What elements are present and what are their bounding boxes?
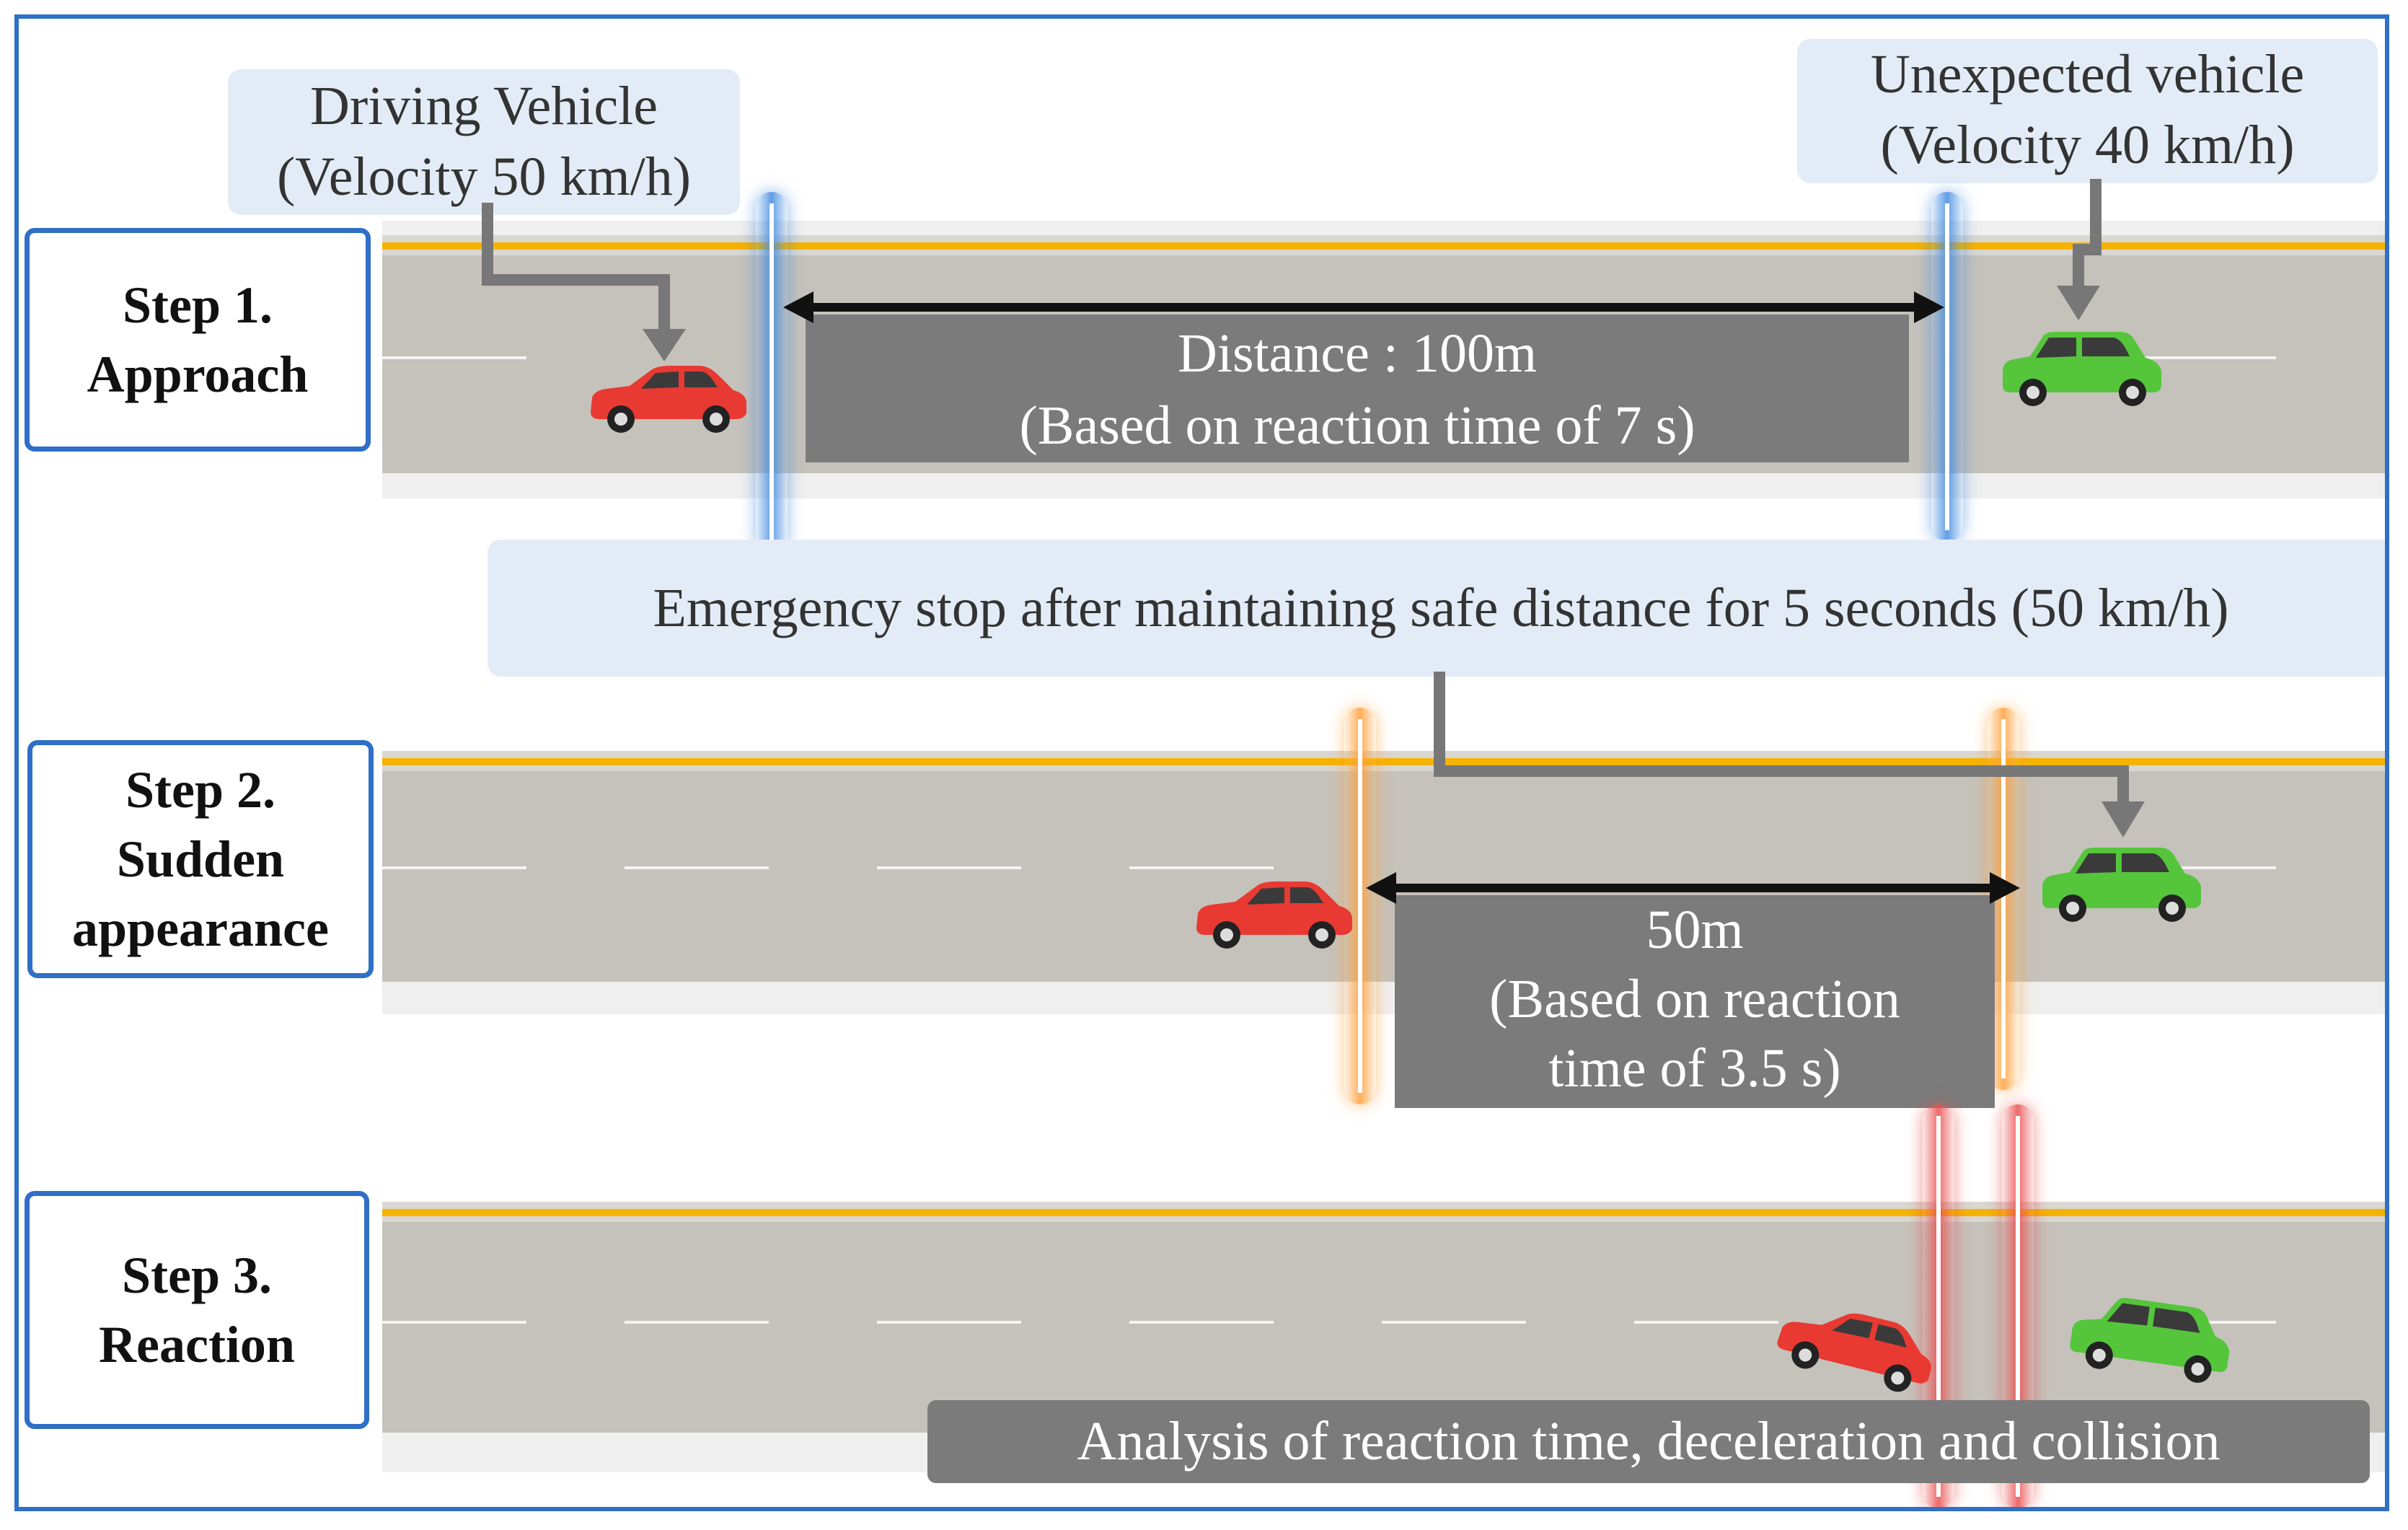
- step-2-title-line3: appearance: [72, 900, 329, 957]
- road-3-center-line: [382, 1209, 2385, 1216]
- road-2-center-line: [382, 758, 2385, 765]
- unexpected-vehicle-label-line2: (Velocity 40 km/h): [1880, 115, 2295, 175]
- green-suv-icon: [2042, 848, 2201, 922]
- step-1-box: Step 1. Approach: [25, 228, 371, 452]
- step-1-distance-box: Distance : 100m (Based on reaction time …: [806, 315, 1909, 462]
- driving-vehicle-label: Driving Vehicle (Velocity 50 km/h): [228, 69, 740, 215]
- road-2-lane-dash: [2132, 866, 2276, 869]
- road-3-lane-dash: [877, 1321, 1021, 1324]
- unexpected-vehicle-arrow-head: [2057, 286, 2100, 320]
- emergency-arrow: [1434, 672, 2129, 805]
- step-1-title-line1: Step 1.: [122, 276, 273, 334]
- step-2-distance-line2: (Based on reaction: [1489, 969, 1900, 1029]
- step-1-title-line2: Approach: [87, 346, 309, 403]
- unexpected-vehicle-label: Unexpected vehicle (Velocity 40 km/h): [1797, 39, 2378, 183]
- driving-vehicle-label-line2: (Velocity 50 km/h): [276, 146, 692, 207]
- red-car-icon: [1196, 881, 1352, 949]
- road-3-lane-dash: [1634, 1321, 1778, 1324]
- analysis-note-box: Analysis of reaction time, deceleration …: [927, 1400, 2370, 1483]
- green-suv-icon: [2070, 1298, 2230, 1383]
- red-car-icon: [591, 366, 746, 433]
- emergency-arrow-head: [2102, 801, 2145, 837]
- step-2-distance-arrow-right: [1990, 872, 2020, 904]
- step-1-distance-arrow-right: [1914, 291, 1944, 323]
- step-1-distance-line2: (Based on reaction time of 7 s): [1019, 395, 1695, 456]
- step-2-start-marker: [1344, 708, 1376, 1104]
- road-3-lane-dash: [382, 1321, 526, 1324]
- step-1-end-marker: [1931, 192, 1963, 542]
- road-3-lane-dash: [625, 1321, 769, 1324]
- green-suv-icon: [2003, 332, 2161, 406]
- road-3-lane-dash: [1129, 1321, 1274, 1324]
- step-3-title-line2: Reaction: [99, 1316, 295, 1373]
- driving-vehicle-label-line1: Driving Vehicle: [310, 76, 658, 136]
- road-1-center-line: [382, 242, 2385, 250]
- road-1-lane-dash: [382, 356, 526, 359]
- unexpected-vehicle-arrow: [2073, 179, 2102, 289]
- step-1-start-marker: [756, 192, 788, 553]
- road-2-lane-dash: [877, 866, 1021, 869]
- unexpected-vehicle-label-line1: Unexpected vehicle: [1870, 44, 2305, 105]
- step-2-title-line1: Step 2.: [125, 761, 276, 819]
- emergency-stop-note: Emergency stop after maintaining safe di…: [488, 540, 2385, 677]
- road-2-lane-dash: [382, 866, 526, 869]
- step-3-title-line1: Step 3.: [121, 1247, 273, 1304]
- step-2-distance-arrow-left: [1366, 872, 1396, 904]
- road-1-lane-dash: [2132, 356, 2276, 359]
- step-1-distance-line1: Distance : 100m: [1177, 323, 1538, 384]
- step-2-title-line2: Sudden: [116, 830, 285, 888]
- step-1-distance-arrow-left: [783, 291, 813, 323]
- step-2-box: Step 2. Sudden appearance: [27, 740, 374, 978]
- driving-vehicle-arrow: [482, 203, 670, 336]
- road-3-lane-dash: [1382, 1321, 1526, 1324]
- step-2-distance-line3: time of 3.5 s): [1548, 1038, 1841, 1099]
- driving-vehicle-arrow-head: [643, 329, 686, 361]
- step-2-distance-line1: 50m: [1646, 900, 1744, 960]
- road-3: [382, 1202, 2385, 1433]
- road-2-lane-dash: [625, 866, 769, 869]
- connector-arrows: [482, 179, 2145, 904]
- step-3-box: Step 3. Reaction: [25, 1191, 369, 1429]
- road-2-lane-dash: [1129, 866, 1274, 869]
- red-car-icon: [1777, 1313, 1931, 1392]
- step-2-distance-box: 50m (Based on reaction time of 3.5 s): [1395, 895, 1995, 1108]
